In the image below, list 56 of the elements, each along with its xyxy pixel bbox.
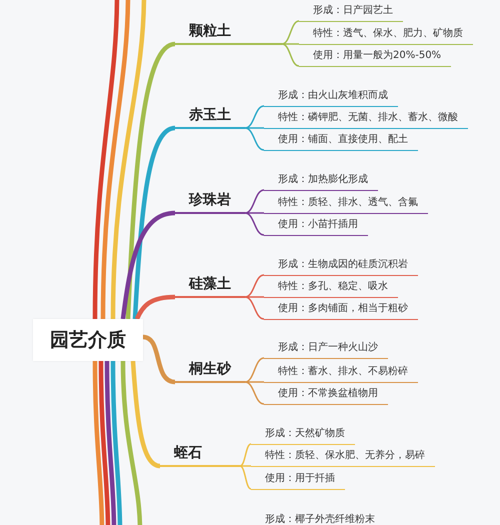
- leaf-item: 使用：铺面、直接使用、配土: [264, 131, 418, 151]
- branch-line: [92, 360, 104, 525]
- leaf-item: 形成：日产一种火山沙: [264, 339, 388, 359]
- leaf-item: 形成：生物成因的硅质沉积岩: [264, 256, 418, 276]
- branch-line: [244, 127, 264, 151]
- central-topic-box: 园艺介质: [33, 319, 143, 361]
- branch-line: [100, 0, 130, 320]
- branch-line: [142, 334, 176, 384]
- branch-line: [244, 274, 264, 298]
- branch-line: [240, 465, 251, 467]
- leaf-item: 形成：椰子外壳纤维粉末: [251, 511, 385, 525]
- branch-line: [244, 105, 264, 129]
- branch-line: [282, 43, 299, 45]
- leaf-item: 使用：用于扦插: [251, 470, 345, 490]
- leaf-item: 形成：由火山灰堆积而成: [264, 87, 398, 107]
- branch-line: [92, 0, 120, 320]
- leaf-item: 使用：不常换盆植物用: [264, 385, 388, 405]
- leaf-item: 特性：质轻、排水、透气、含氟: [264, 194, 428, 214]
- leaf-item: 特性：多孔、稳定、吸水: [264, 278, 398, 298]
- branch-line: [104, 360, 116, 525]
- branch-line: [245, 127, 264, 129]
- branch-line: [120, 360, 142, 525]
- branch-line: [282, 20, 300, 45]
- branch-line: [110, 0, 146, 320]
- leaf-item: 特性：磷钾肥、无菌、排水、蓄水、微酸: [264, 109, 468, 129]
- branch-line: [245, 212, 264, 214]
- leaf-item: 特性：质轻、保水肥、无养分，易碎: [251, 447, 435, 467]
- leaf-item: 特性：蓄水、排水、不易粉碎: [264, 363, 418, 383]
- branch-topic: 赤玉土: [175, 105, 245, 129]
- branch-topic: 颗粒土: [175, 21, 282, 45]
- branch-topic: 蛭石: [160, 443, 240, 467]
- branch-line: [244, 381, 264, 405]
- branch-line: [134, 294, 176, 320]
- leaf-item: 使用：多肉铺面，相当于粗砂: [264, 300, 418, 320]
- branch-line: [240, 443, 252, 467]
- branch-line: [245, 381, 264, 383]
- branch-topic: 珍珠岩: [175, 190, 245, 214]
- leaf-item: 使用：小苗扦插用: [264, 216, 368, 236]
- branch-line: [240, 465, 252, 490]
- leaf-item: 形成：天然矿物质: [251, 425, 355, 445]
- branch-line: [126, 42, 176, 320]
- branch-topic: 桐生砂: [175, 359, 245, 383]
- branch-line: [244, 296, 264, 320]
- branch-line: [244, 189, 264, 214]
- leaf-item: 特性：透气、保水、肥力、矿物质: [299, 25, 473, 45]
- leaf-item: 形成：日产园艺土: [299, 2, 403, 22]
- branch-line: [244, 357, 264, 383]
- leaf-item: 使用：用量一般为20%-50%: [299, 47, 452, 67]
- branch-line: [98, 360, 110, 525]
- branch-line: [120, 210, 176, 320]
- branch-line: [110, 360, 122, 525]
- branch-line: [282, 43, 300, 67]
- branch-topic: 硅藻土: [175, 274, 245, 298]
- branch-line: [245, 296, 264, 298]
- leaf-item: 形成：加热膨化形成: [264, 171, 378, 191]
- branch-line: [244, 212, 264, 236]
